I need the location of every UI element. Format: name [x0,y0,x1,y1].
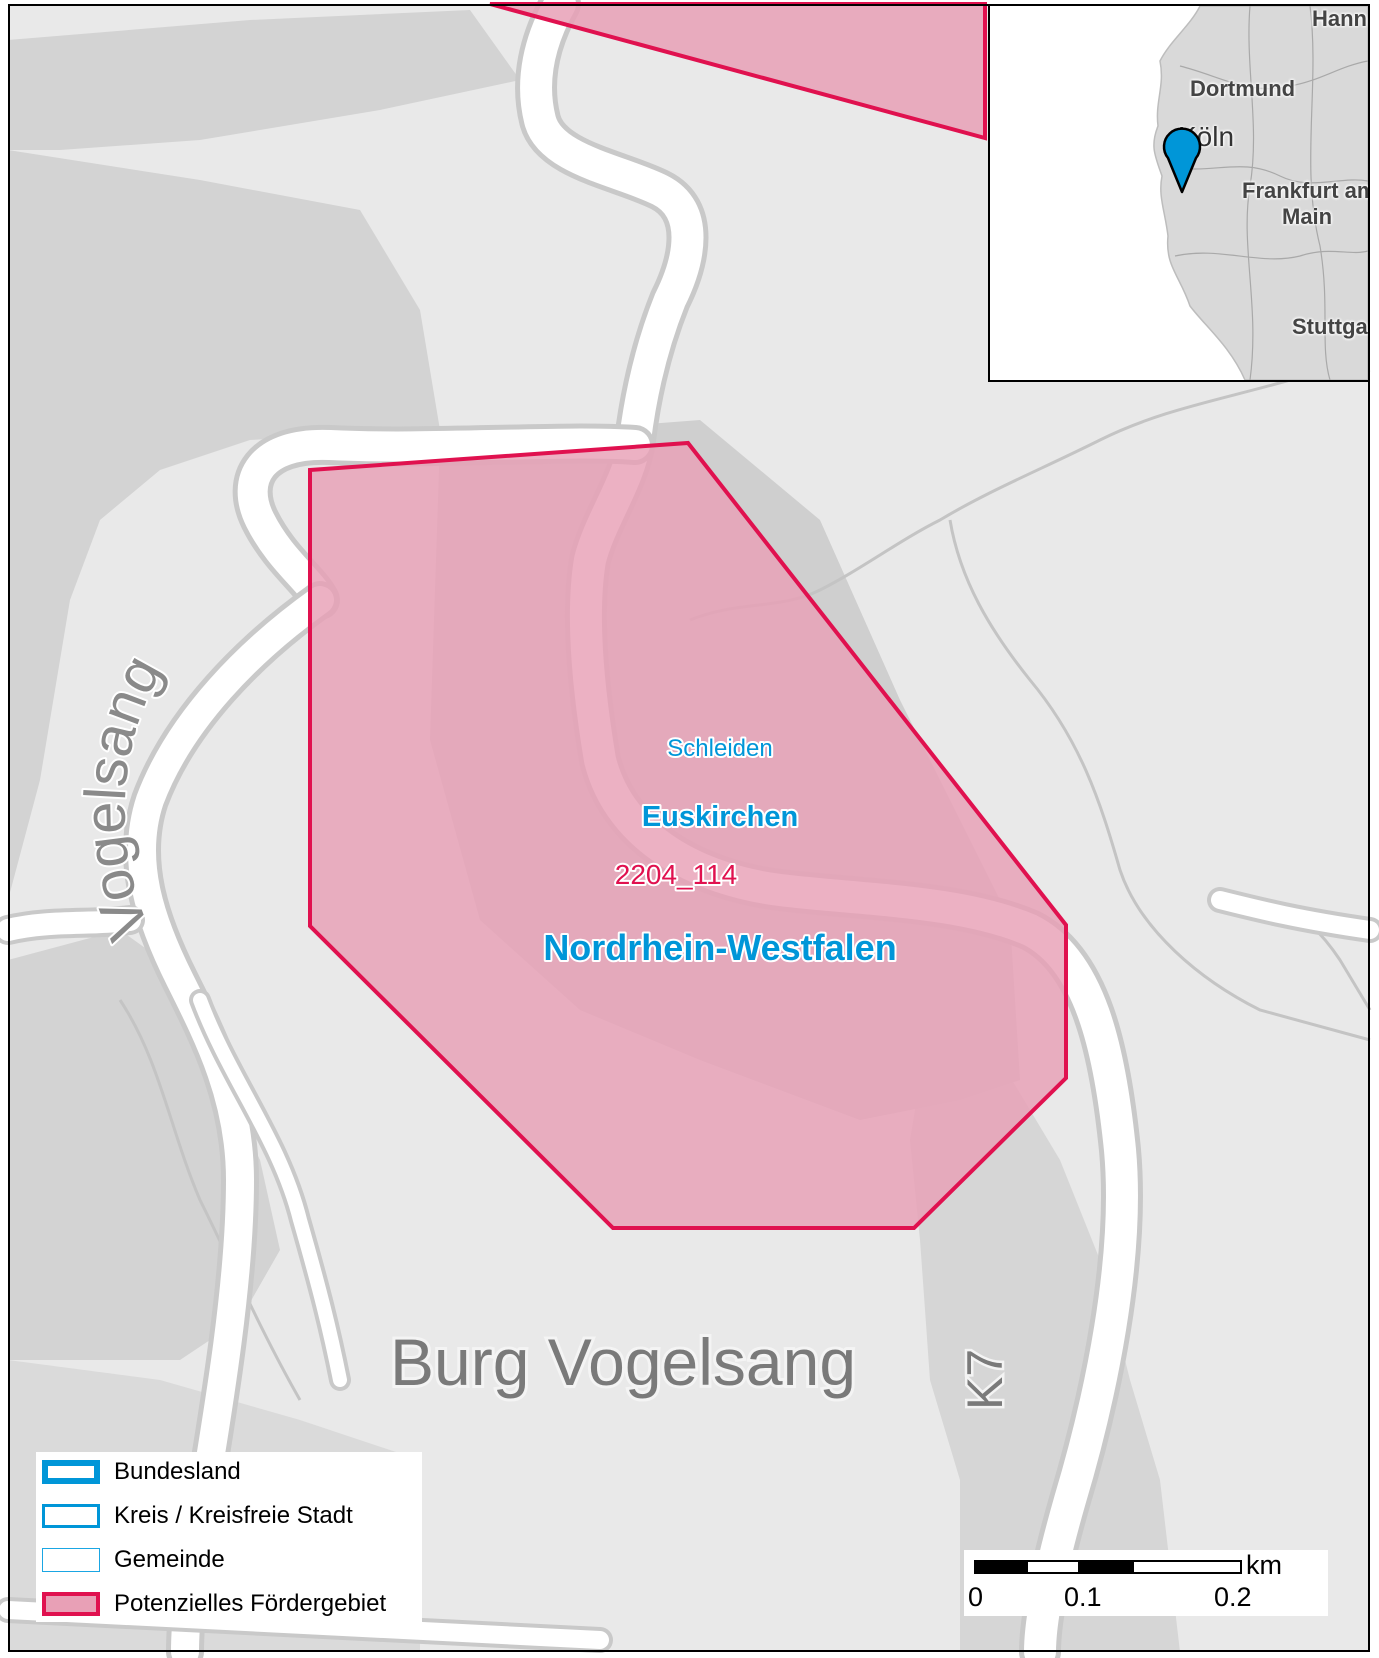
label-kreis: Euskirchen [642,801,798,833]
label-bundesland: Nordrhein-Westfalen [543,927,896,968]
scale-bar-tick-1: 0.1 [1064,1582,1102,1612]
legend-swatch-bundesland [42,1460,100,1484]
label-gemeinde: Schleiden [667,735,772,762]
inset-label-frankfurt: Frankfurt am [1242,178,1370,203]
inset-label-stuttgart: Stuttga [1292,314,1368,339]
overview-inset-map[interactable]: Hann Dortmund Köln Frankfurt am Main Stu… [988,4,1370,382]
legend-label: Gemeinde [114,1546,225,1573]
inset-canvas [1153,6,1368,380]
scale-bar-tick-2: 0.2 [1214,1582,1252,1612]
legend-swatch-kreis [42,1504,100,1528]
scale-bar-segment [1080,1560,1132,1574]
legend-item-gemeinde: Gemeinde [42,1540,225,1580]
inset-label-main: Main [1282,204,1333,229]
legend-label: Kreis / Kreisfreie Stadt [114,1502,353,1529]
scale-bar-segment [974,1560,1026,1574]
scale-bar: km 0 0.1 0.2 [964,1550,1328,1616]
inset-label-hann: Hann [1312,6,1367,31]
scale-bar-tick-0: 0 [968,1582,984,1612]
basemap-label-road-number: K7 [957,1349,1013,1410]
scale-bar-segment [1132,1560,1242,1574]
legend-item-foerdergebiet: Potenzielles Fördergebiet [42,1584,386,1624]
location-pin-icon [1162,127,1202,194]
label-polygon-id: 2204_114 [615,859,738,890]
legend-label: Bundesland [114,1458,241,1485]
legend-label: Potenzielles Fördergebiet [114,1590,387,1617]
legend-swatch-foerdergebiet [42,1592,100,1616]
inset-label-dortmund: Dortmund [1190,76,1296,101]
inset-admin-lines [1169,6,1368,380]
foerdergebiet-polygon[interactable] [308,440,1068,1230]
legend: Bundesland Kreis / Kreisfreie Stadt Geme… [36,1452,422,1622]
basemap-label-place: Burg Vogelsang [390,1325,856,1399]
scale-bar-segment [1026,1560,1080,1574]
scale-bar-unit: km [1246,1550,1282,1580]
legend-swatch-gemeinde [42,1548,100,1572]
legend-item-bundesland: Bundesland [42,1452,241,1492]
legend-item-kreis: Kreis / Kreisfreie Stadt [42,1496,353,1536]
inset-germany-area [1153,6,1368,380]
